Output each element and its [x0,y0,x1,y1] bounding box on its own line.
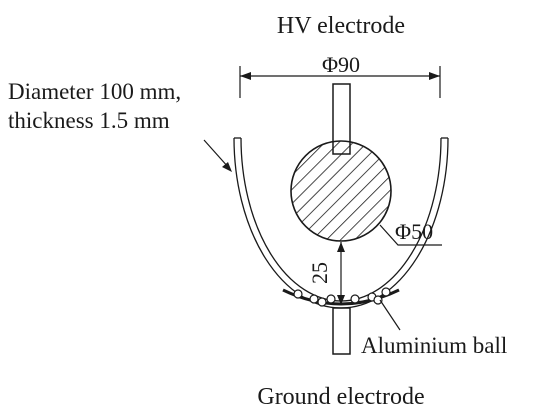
aluminium-particle [350,294,360,304]
dish-spec-line1: Diameter 100 mm, [8,79,181,104]
outer-diameter-label: Φ90 [322,52,360,77]
gap-dimension [337,242,345,305]
hv-electrode-label: HV electrode [277,13,405,39]
sphere-diameter-label: Φ50 [395,219,433,244]
aluminium-ball-label: Aluminium ball [361,333,507,358]
gap-distance-label: 25 [307,262,332,284]
aluminium-particle [293,289,303,299]
aluminium-particle [309,294,319,304]
ground-electrode-label: Ground electrode [257,384,424,410]
sphere-diameter-leader [379,224,442,246]
aluminium-particle [381,287,391,297]
ground-electrode-rod [332,307,351,355]
aluminium-particle [373,295,383,305]
aluminium-particles [293,287,391,307]
dish-spec-line2: thickness 1.5 mm [8,108,170,133]
outer-diameter-dimension [239,66,441,98]
aluminium-particle [326,294,336,304]
dish-leader [203,139,232,172]
aluminium-ball-leader [379,299,401,331]
aluminium-particle [317,297,327,307]
hv-sphere-electrode [290,140,392,242]
